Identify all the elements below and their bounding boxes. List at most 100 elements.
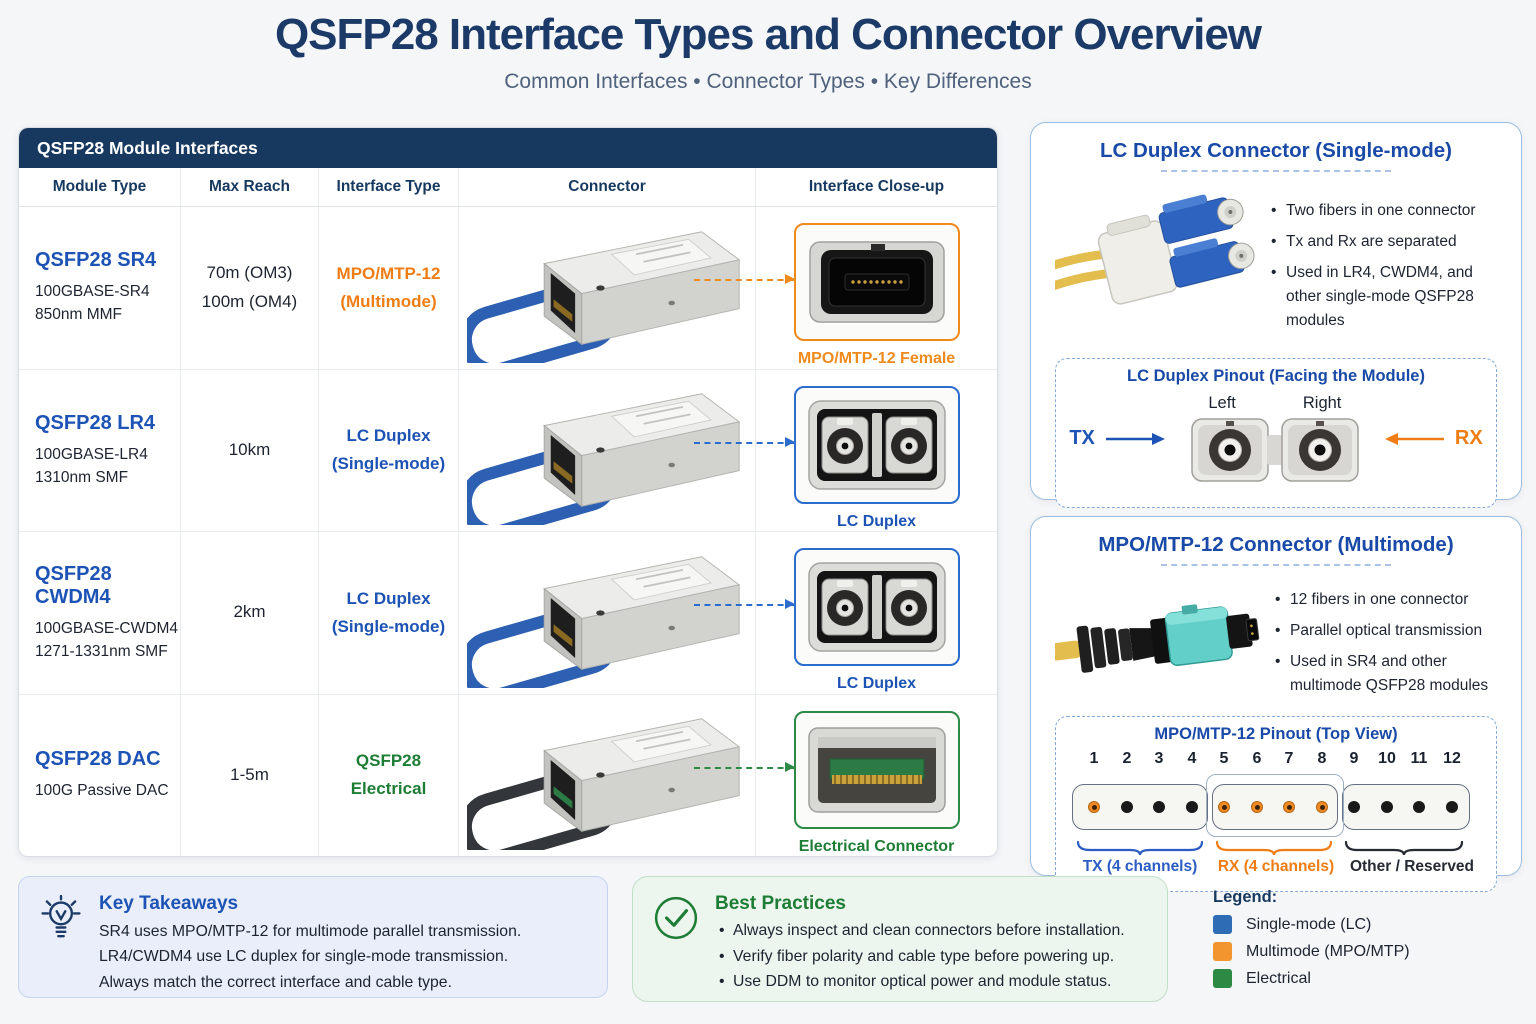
legend-label: Electrical — [1246, 969, 1311, 987]
interface-line: Electrical — [350, 779, 427, 799]
interface-line: (Single-mode) — [331, 616, 446, 636]
mpo-panel-bullets: 12 fibers in one connector Parallel opti… — [1271, 581, 1497, 705]
lc-duplex-panel: LC Duplex Connector (Single-mode) — [1030, 122, 1522, 508]
module-wavelength: 850nm MMF — [35, 306, 122, 324]
tx-label: TX — [1069, 427, 1095, 449]
lc-duplex-face — [807, 399, 946, 490]
practices-title: Best Practices — [715, 893, 846, 914]
mpo-connector-face — [808, 241, 945, 323]
table-row-sr4: QSFP28 SR4 100GBASE-SR4 850nm MMF 70m (O… — [19, 207, 997, 369]
reach-line: 100m (OM4) — [201, 291, 298, 311]
dac-module-cell: QSFP28 DAC 100G Passive DAC — [19, 694, 181, 856]
best-practices-box: Best Practices Always inspect and clean … — [632, 876, 1168, 1002]
col-max-reach: Max Reach — [181, 168, 319, 206]
qsfp28-module-photo — [467, 393, 741, 526]
multimode-swatch — [1213, 942, 1232, 961]
closeup-cell: LC Duplex — [694, 370, 997, 532]
practice-item: Verify fiber polarity and cable type bef… — [715, 944, 1125, 970]
practice-item: Always inspect and clean connectors befo… — [715, 918, 1125, 944]
rx-group-label: RX (4 channels) — [1217, 858, 1335, 875]
bullet: 12 fibers in one connector — [1273, 588, 1497, 612]
lc-face-closeup — [793, 385, 960, 504]
fiber-pin — [1121, 801, 1133, 813]
fiber-pin — [1088, 801, 1100, 813]
module-wavelength: 1310nm SMF — [35, 468, 129, 486]
lc-pinout-box: LC Duplex Pinout (Facing the Module) TX … — [1055, 358, 1497, 508]
connector-pointer-line — [694, 274, 795, 284]
mpo-connector-photo — [1055, 604, 1260, 673]
pin-number: 7 — [1284, 750, 1294, 767]
pin-number: 11 — [1410, 750, 1428, 767]
rx-brace — [1215, 840, 1333, 856]
lc-port-bridge — [1266, 435, 1283, 465]
interface-line: LC Duplex — [346, 426, 431, 446]
takeaway-line: SR4 uses MPO/MTP-12 for multimode parall… — [99, 923, 522, 940]
module-name: QSFP28 DAC — [35, 748, 161, 771]
interface-line: LC Duplex — [346, 588, 431, 608]
left-port-label: Left — [1208, 394, 1236, 412]
table-header-row: Module Type Max Reach Interface Type Con… — [19, 168, 997, 207]
module-interfaces-table: QSFP28 Module Interfaces Module Type Max… — [18, 127, 998, 857]
pin-number: 1 — [1089, 750, 1099, 767]
lc-pinout-diagram: TX Left Right — [1066, 394, 1486, 483]
table-title: QSFP28 Module Interfaces — [19, 128, 997, 168]
fiber-pin — [1283, 801, 1295, 813]
pin-number: 2 — [1122, 750, 1132, 767]
qsfp28-module-photo — [467, 718, 741, 851]
legend-title: Legend: — [1213, 888, 1278, 906]
electrical-connector-face — [807, 726, 946, 813]
page-subtitle: Common Interfaces • Connector Types • Ke… — [504, 70, 1032, 93]
reach-line: 10km — [228, 439, 271, 459]
closeup-cell: Electrical Connector — [694, 695, 997, 857]
rx-label: RX — [1454, 427, 1483, 449]
legend-item-multimode: Multimode (MPO/MTP) — [1213, 942, 1513, 961]
fiber-pin — [1153, 801, 1165, 813]
fiber-pin — [1316, 801, 1328, 813]
pin-number: 8 — [1317, 750, 1327, 767]
interface-type-cell: MPO/MTP-12 (Multimode) — [319, 207, 459, 369]
connector-cell — [459, 532, 756, 694]
lightbulb-icon — [39, 894, 83, 981]
interface-type-cell: LC Duplex (Single-mode) — [319, 369, 459, 531]
rx-group-outline — [1206, 774, 1344, 837]
module-name: QSFP28 CWDM4 — [35, 562, 112, 608]
practices-list: Always inspect and clean connectors befo… — [715, 918, 1125, 995]
closeup-label: LC Duplex — [836, 512, 917, 530]
module-name: QSFP28 LR4 — [35, 411, 156, 434]
fiber-pin — [1381, 801, 1393, 813]
lc-duplex-photo — [1055, 194, 1255, 305]
col-module-type: Module Type — [19, 168, 181, 206]
bullet: Used in LR4, CWDM4, and other single-mod… — [1269, 261, 1497, 333]
mpo-face-closeup — [793, 223, 960, 341]
title-dashed-underline — [1161, 170, 1391, 172]
legend: Legend: Single-mode (LC) Multimode (MPO/… — [1213, 888, 1513, 996]
max-reach-cell: 70m (OM3) 100m (OM4) — [181, 207, 319, 369]
reach-line: 1-5m — [230, 764, 269, 784]
reach-line: 2km — [233, 602, 266, 622]
takeaway-line: Always match the correct interface and c… — [99, 973, 452, 991]
single-mode-swatch — [1213, 915, 1232, 934]
reach-line: 70m (OM3) — [206, 262, 293, 282]
pin-number: 10 — [1378, 750, 1396, 767]
mpo-panel-title: MPO/MTP-12 Connector (Multimode) — [1098, 533, 1454, 556]
qsfp28-module-photo — [467, 230, 741, 363]
interface-line: MPO/MTP-12 — [336, 263, 441, 283]
tx-brace — [1076, 840, 1204, 856]
fiber-pin — [1413, 801, 1425, 813]
check-circle-icon — [653, 895, 699, 985]
cwdm4-module-cell: QSFP28 CWDM4 100GBASE-CWDM4 1271-1331nm … — [19, 532, 181, 694]
qsfp28-module-photo — [467, 555, 741, 688]
fiber-pin — [1186, 801, 1198, 813]
connector-cell — [459, 207, 756, 369]
interface-type-cell: QSFP28 Electrical — [319, 694, 459, 856]
pin-number: 12 — [1443, 750, 1461, 767]
fiber-pin — [1348, 801, 1360, 813]
closeup-label: MPO/MTP-12 Female — [797, 350, 956, 367]
legend-label: Single-mode (LC) — [1246, 915, 1372, 933]
mpo-pinout-diagram: 1 2 3 4 5 6 7 8 9 10 11 12 — [1066, 750, 1486, 882]
key-takeaways-box: Key Takeaways SR4 uses MPO/MTP-12 for mu… — [18, 876, 608, 998]
lc-panel-bullets: Two fibers in one connector Tx and Rx ar… — [1267, 192, 1497, 340]
title-dashed-underline — [1161, 564, 1391, 566]
connector-pointer-line — [694, 436, 795, 447]
max-reach-cell: 1-5m — [181, 694, 319, 856]
